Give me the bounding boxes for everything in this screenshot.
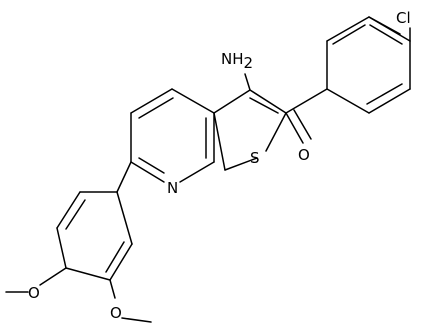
bond	[138, 97, 174, 119]
bond	[265, 112, 287, 152]
bond	[65, 267, 111, 281]
bond	[109, 279, 116, 299]
bond	[213, 89, 251, 114]
amino-label: NH2	[221, 50, 253, 72]
bond	[171, 88, 215, 114]
bond	[56, 191, 81, 229]
chlorine-label: Cl	[396, 9, 411, 27]
sulfur-label: S	[250, 149, 260, 167]
bond	[326, 88, 370, 114]
atom-label-layer: NH2 Cl O S N O O	[28, 9, 411, 322]
bond	[105, 241, 125, 273]
bond	[56, 227, 67, 269]
bond	[130, 88, 173, 114]
bond	[368, 16, 411, 42]
bond	[179, 161, 215, 183]
bond	[244, 73, 251, 91]
bond	[285, 88, 328, 114]
bond	[249, 97, 279, 114]
bond	[369, 24, 403, 45]
bond	[368, 88, 411, 114]
bond-layer	[5, 16, 411, 323]
bond	[332, 24, 366, 45]
bond	[65, 199, 86, 230]
bond	[39, 267, 67, 286]
bond	[116, 161, 132, 193]
methoxy-oxygen-meta-label: O	[110, 304, 122, 322]
bond	[366, 83, 403, 105]
ketone-oxygen-label: O	[298, 146, 310, 164]
bond	[121, 317, 152, 323]
bond	[249, 89, 287, 114]
bond	[326, 16, 370, 42]
bond	[130, 161, 165, 183]
bond	[109, 243, 133, 281]
bond	[213, 112, 226, 171]
methoxy-oxygen-para-label: O	[28, 284, 40, 302]
bond	[285, 112, 304, 144]
bond	[116, 191, 133, 245]
bond	[224, 157, 258, 171]
bond	[293, 109, 312, 140]
bond	[138, 157, 165, 174]
nitrogen-label: N	[167, 179, 178, 197]
